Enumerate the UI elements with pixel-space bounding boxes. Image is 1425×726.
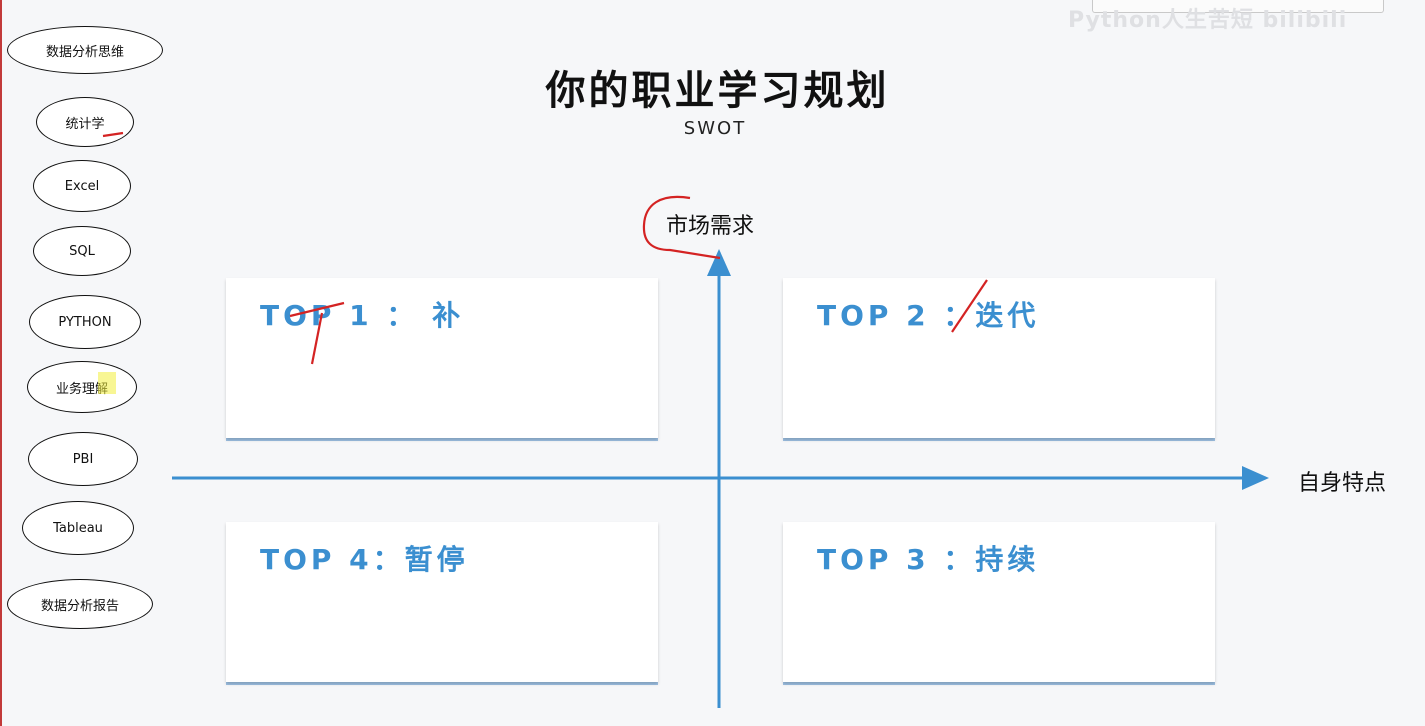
sidebar-item-python[interactable]: PYTHON <box>29 295 141 349</box>
quadrant-title: TOP 2 ：迭代 <box>817 299 1040 332</box>
quadrant-bottom-right: TOP 3 ：持续 <box>783 522 1215 682</box>
sidebar-item-report[interactable]: 数据分析报告 <box>7 579 153 629</box>
watermark: Python人生苦短 bilibili <box>1068 8 1348 33</box>
page-title: 你的职业学习规划 <box>545 68 890 114</box>
y-axis-label: 市场需求 <box>666 214 755 239</box>
sidebar-item-pbi[interactable]: PBI <box>28 432 138 486</box>
page-subtitle: SWOT <box>683 118 747 139</box>
sidebar-item-business[interactable]: 业务理解 <box>27 361 137 413</box>
sidebar-item-data-thinking[interactable]: 数据分析思维 <box>7 26 163 74</box>
sidebar-item-label: SQL <box>69 243 95 259</box>
sidebar-item-label: 业务理解 <box>55 381 108 397</box>
sidebar-item-label: Tableau <box>53 520 103 536</box>
sidebar-item-statistics[interactable]: 统计学 <box>36 97 134 147</box>
sidebar-item-label: 数据分析报告 <box>40 598 119 614</box>
quadrant-bottom-left: TOP 4：暂停 <box>226 522 658 682</box>
annotation-stroke-red <box>289 301 345 318</box>
sidebar-item-excel[interactable]: Excel <box>33 160 131 212</box>
sidebar-item-label: PBI <box>72 451 94 467</box>
annotation-stroke-red <box>310 312 324 365</box>
quadrant-title: TOP 4：暂停 <box>260 543 469 576</box>
annotation-highlight-yellow <box>98 372 116 394</box>
sidebar-item-label: Excel <box>64 178 100 194</box>
annotation-underline-red <box>102 131 124 138</box>
sidebar-item-label: 统计学 <box>65 116 105 132</box>
sidebar-item-tableau[interactable]: Tableau <box>22 501 134 555</box>
sidebar-item-sql[interactable]: SQL <box>33 226 131 276</box>
sidebar-item-label: 数据分析思维 <box>45 44 124 60</box>
sidebar-item-label: PYTHON <box>58 314 112 330</box>
quadrant-top-right: TOP 2 ：迭代 <box>783 278 1215 438</box>
annotation-bracket-red <box>642 195 721 260</box>
quadrant-title: TOP 3 ：持续 <box>817 543 1040 576</box>
x-axis-label: 自身特点 <box>1298 471 1387 496</box>
top-window-control[interactable] <box>1092 0 1384 13</box>
annotation-slash-red <box>951 279 988 333</box>
left-edge-marker <box>0 0 2 726</box>
